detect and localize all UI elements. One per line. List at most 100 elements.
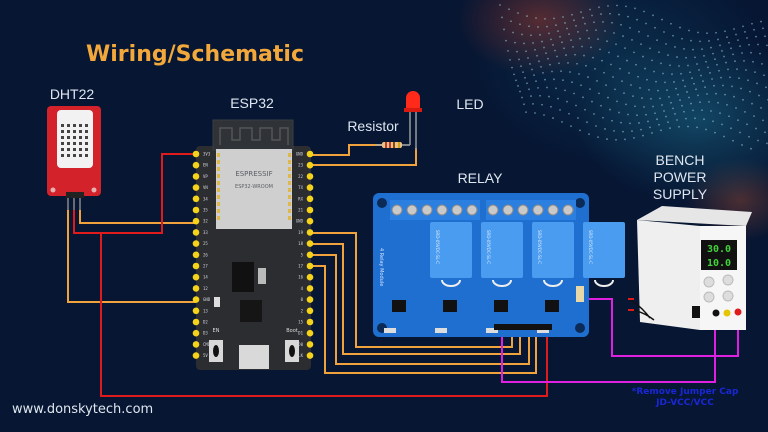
background-dot <box>717 38 719 41</box>
background-dot <box>757 43 759 46</box>
psu-knob-current-fine[interactable] <box>722 290 734 302</box>
dht22-vent-hole <box>61 148 64 151</box>
esp32-module-pad <box>288 153 291 157</box>
psu-knob-voltage-fine[interactable] <box>722 274 734 286</box>
background-dot <box>553 78 555 81</box>
relay-jumper-jdvcc[interactable] <box>576 286 584 302</box>
background-dot <box>695 88 697 91</box>
background-dot <box>715 92 717 95</box>
background-dot <box>740 87 742 90</box>
relay-terminal-screw <box>547 204 559 216</box>
dht22-vent-hole <box>73 130 76 133</box>
dht22-vent-hole <box>67 148 70 151</box>
background-dot <box>747 79 749 82</box>
esp32-pin-label-left: VP <box>203 174 208 179</box>
background-dot <box>544 17 546 20</box>
dot-wave-decoration <box>499 4 768 150</box>
background-dot <box>640 43 642 46</box>
background-dot <box>645 22 647 25</box>
resistor-band <box>389 142 391 148</box>
background-dot <box>731 85 733 88</box>
background-dot <box>705 60 707 63</box>
psu-top <box>637 206 752 226</box>
esp32-pin-left <box>192 184 200 191</box>
background-dot <box>530 34 532 37</box>
wire-dht22-vcc <box>73 153 196 234</box>
jumper-note-line1: *Remove Jumper Cap <box>631 387 739 397</box>
wire-dht22-data <box>79 210 196 224</box>
relay-terminal-screw <box>517 204 529 216</box>
background-dot <box>646 78 648 81</box>
relay-coil-body <box>430 222 472 278</box>
esp32-pin-left <box>192 206 200 214</box>
esp32-antenna-area <box>212 119 294 151</box>
relay-optocoupler <box>545 300 559 312</box>
background-dot <box>702 80 704 83</box>
background-dot <box>654 26 656 29</box>
background-dot <box>738 77 740 80</box>
background-dot <box>655 80 657 83</box>
background-dot <box>604 30 606 32</box>
psu-power-switch[interactable] <box>692 306 700 318</box>
background-dot <box>624 47 626 50</box>
background-dot <box>751 22 753 25</box>
background-dot <box>653 70 655 73</box>
dht22-vent-hole <box>61 130 64 133</box>
background-dot <box>699 40 701 43</box>
background-dot <box>665 115 667 118</box>
background-dot <box>520 65 522 68</box>
esp32-pin-right <box>306 296 314 303</box>
esp32-pin-left <box>192 329 200 337</box>
esp32-pin-right <box>306 195 314 203</box>
led <box>404 91 422 150</box>
background-dot <box>634 7 636 10</box>
esp32-pin-right <box>306 173 314 180</box>
relay-terminal-screw <box>466 204 478 216</box>
background-dot <box>739 45 741 48</box>
esp32-pin-right <box>306 184 314 191</box>
background-dot <box>603 71 605 74</box>
esp32-pin-label-left: GND <box>203 297 211 302</box>
background-dot <box>556 55 558 58</box>
background-dot <box>750 147 752 150</box>
relay-terminal-blocks <box>390 200 576 220</box>
background-dot <box>742 98 744 101</box>
esp32-pin-right <box>306 161 314 169</box>
relay-optocoupler <box>392 300 406 312</box>
background-dot <box>722 84 724 87</box>
background-dot <box>764 131 766 134</box>
psu-knob-voltage-coarse[interactable] <box>703 276 715 288</box>
background-dot <box>753 115 755 118</box>
background-dot <box>631 39 633 41</box>
background-dot <box>588 133 590 136</box>
esp32-module-pad <box>217 153 220 157</box>
background-dot <box>689 71 691 74</box>
resistor-label: Resistor <box>347 118 399 134</box>
background-dot <box>658 123 660 126</box>
dht22-vent-hole <box>67 142 70 145</box>
background-dot <box>537 86 539 89</box>
background-dot <box>512 31 514 34</box>
background-dot <box>573 92 575 95</box>
esp32-pin-right <box>306 262 314 270</box>
background-dot <box>652 14 654 17</box>
background-dot <box>643 106 645 108</box>
background-dot <box>591 100 593 103</box>
background-dot <box>531 68 533 71</box>
esp32-pin-right <box>306 229 314 236</box>
dht22-vent-hole <box>73 142 76 145</box>
esp32-pin-label-right: 16 <box>298 275 303 280</box>
background-dot <box>633 136 635 139</box>
esp32-module-pad <box>217 195 220 199</box>
esp32-pin-right <box>306 307 314 315</box>
background-dot <box>607 96 609 99</box>
background-dot <box>685 117 687 120</box>
background-dot <box>762 27 764 30</box>
psu-knob-current-coarse[interactable] <box>703 291 715 303</box>
background-dot <box>616 100 618 103</box>
background-dot <box>566 27 568 30</box>
background-dot <box>650 97 652 100</box>
esp32-pin-headers: 3V3ENVPVN343532332526271412GND13D2D3CMD5… <box>192 150 314 359</box>
background-dot <box>526 82 528 85</box>
background-dot <box>611 21 613 24</box>
